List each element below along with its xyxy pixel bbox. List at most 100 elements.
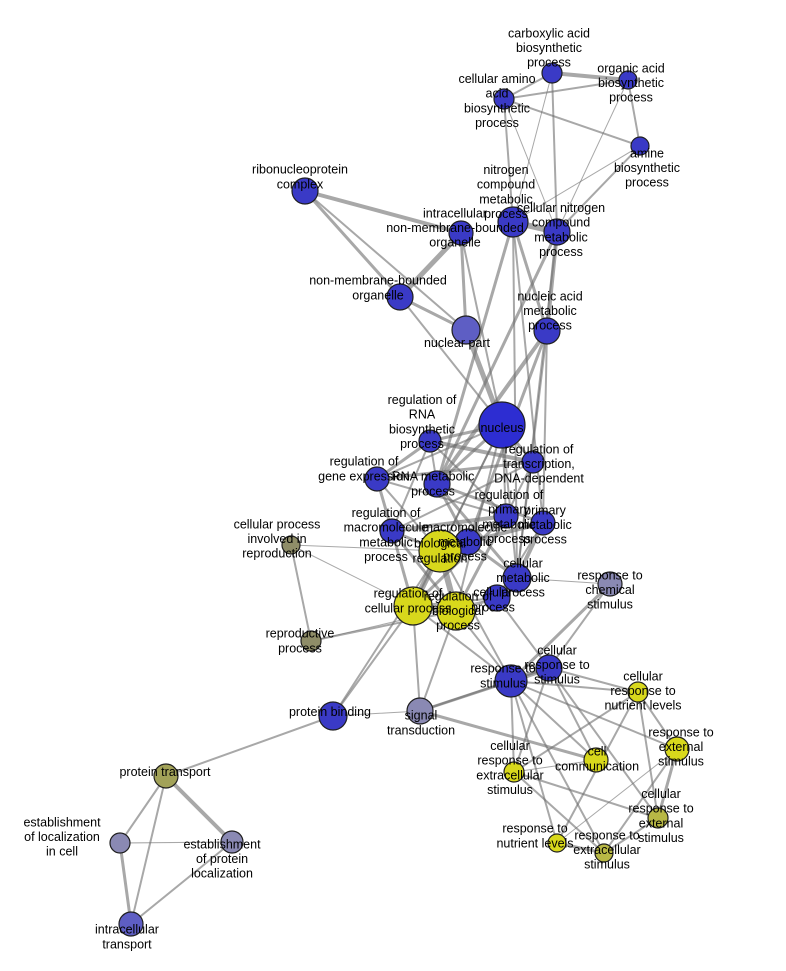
graph-edge-rnp-nmbo [303, 189, 402, 299]
graph-edge-crnl-crecs [513, 691, 639, 773]
graph-node-rtd[interactable] [521, 450, 545, 474]
graph-node-res[interactable] [664, 736, 690, 762]
graph-edge-rtd-rmm [391, 461, 534, 532]
graph-node-rbp[interactable] [436, 591, 476, 631]
graph-node-rp[interactable] [300, 630, 322, 652]
graph-node-cpir[interactable] [281, 535, 301, 555]
graph-edge-caa-cncm [503, 98, 558, 233]
graph-node-nam[interactable] [533, 317, 561, 345]
graph-edge-rrb-rtd [428, 439, 535, 464]
graph-edge-caa-ncm [503, 98, 514, 223]
graph-edge-oa-am [627, 79, 641, 147]
graph-node-rchs[interactable] [597, 571, 623, 597]
graph-node-nmbo[interactable] [386, 283, 414, 311]
graph-node-rpm[interactable] [493, 503, 519, 529]
graph-node-crexs[interactable] [647, 807, 669, 829]
graph-edge-br-rs [439, 550, 512, 682]
graph-node-cc[interactable] [583, 747, 609, 773]
graph-edge-crecs-cc [513, 759, 597, 773]
graph-node-rnl[interactable] [547, 833, 567, 853]
graph-node-pb[interactable] [318, 701, 348, 731]
graph-node-cm[interactable] [502, 563, 532, 593]
graph-edge-rpm-rcp [411, 514, 508, 608]
graph-edge-pb-rcp [332, 605, 414, 717]
graph-node-crnl[interactable] [627, 681, 649, 703]
graph-edge-cncm-rnam [435, 230, 559, 486]
graph-edge-rcp-rs [412, 605, 512, 682]
graph-node-cncm[interactable] [543, 218, 571, 246]
graph-edge-rs-rnl [510, 680, 558, 844]
graph-edge-crs-crexs [548, 667, 659, 819]
graph-node-inmbo[interactable] [448, 220, 474, 246]
graph-node-epl[interactable] [220, 830, 244, 854]
graph-edge-rtd-rge [375, 460, 535, 481]
graph-node-recs[interactable] [594, 843, 614, 863]
graph-edge-nmbo-nuc [399, 296, 503, 426]
graph-node-pt[interactable] [153, 763, 179, 789]
graph-node-pm[interactable] [530, 510, 556, 536]
graph-node-rrb[interactable] [418, 429, 442, 453]
graph-node-rmm[interactable] [379, 518, 405, 544]
graph-edge-rs-res [510, 680, 678, 750]
graph-edge-inmbo-nuc [460, 232, 503, 426]
graph-edge-ca-oa [550, 71, 630, 82]
graph-edge-pt-elc [119, 775, 167, 844]
graph-node-rnam[interactable] [423, 470, 451, 498]
graph-edge-rpm-rmm [390, 514, 508, 533]
graph-node-rcp[interactable] [393, 586, 433, 626]
graph-node-oa[interactable] [618, 70, 638, 90]
graph-node-crecs[interactable] [503, 761, 525, 783]
graph-node-ca[interactable] [541, 62, 563, 84]
graph-node-it[interactable] [118, 911, 144, 937]
graph-node-br[interactable] [418, 529, 462, 573]
graph-node-rnp[interactable] [291, 177, 319, 205]
graph-node-rs[interactable] [494, 664, 528, 698]
graph-node-caa[interactable] [493, 88, 515, 110]
graph-edge-nam-pm [542, 330, 548, 524]
graph-edge-ncm-pm [512, 221, 544, 524]
graph-edge-elc-it [118, 841, 133, 926]
graph-node-cp[interactable] [483, 584, 511, 612]
graph-edge-rrb-rmm [391, 440, 431, 532]
graph-edge-epl-elc [119, 841, 233, 844]
graph-edge-pt-epl [164, 774, 234, 844]
graph-node-rge[interactable] [364, 466, 390, 492]
graph-node-np[interactable] [451, 315, 481, 345]
graph-edge-crs-st [419, 667, 550, 712]
graph-node-crs[interactable] [535, 654, 563, 682]
graph-edge-rnp-np [304, 190, 467, 331]
graph-node-am[interactable] [630, 136, 650, 156]
graph-node-nuc[interactable] [478, 401, 526, 449]
node-label-pb: protein binding [289, 705, 371, 719]
graph-node-elc[interactable] [109, 832, 131, 854]
graph-node-st[interactable] [406, 697, 434, 725]
node-label-pt: protein transport [119, 765, 211, 779]
graph-node-ncm[interactable] [497, 206, 529, 238]
graph-edge-ncm-nam [511, 220, 549, 333]
graph-edge-pt-it [130, 775, 167, 925]
graph-edge-ca-ncm [512, 72, 553, 223]
